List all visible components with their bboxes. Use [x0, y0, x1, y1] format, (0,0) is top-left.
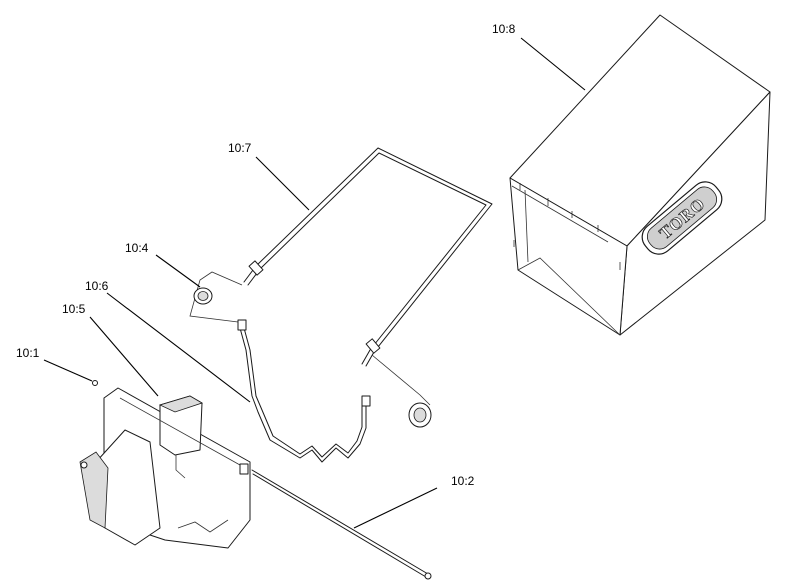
callout-10-5: 10:5 [62, 302, 86, 316]
part-screw [92, 380, 98, 386]
leader-lines [43, 37, 586, 529]
part-upper-frame-rod [243, 147, 493, 367]
part-long-rod [251, 469, 432, 580]
callout-10-1: 10:1 [16, 346, 40, 360]
callout-10-4: 10:4 [125, 241, 149, 255]
callout-10-7: 10:7 [228, 141, 252, 155]
part-bumper-and-wires [189, 271, 432, 428]
part-grass-bag: TORO [509, 14, 771, 336]
callout-labels: 10:8 10:7 10:4 10:6 10:5 10:1 10:2 [16, 22, 516, 488]
callout-10-8: 10:8 [492, 22, 516, 36]
part-lower-frame-rod [237, 319, 371, 463]
toro-logo: TORO [641, 181, 723, 255]
callout-10-2: 10:2 [451, 474, 475, 488]
part-bagger-housing [79, 387, 251, 549]
callout-10-6: 10:6 [85, 279, 109, 293]
